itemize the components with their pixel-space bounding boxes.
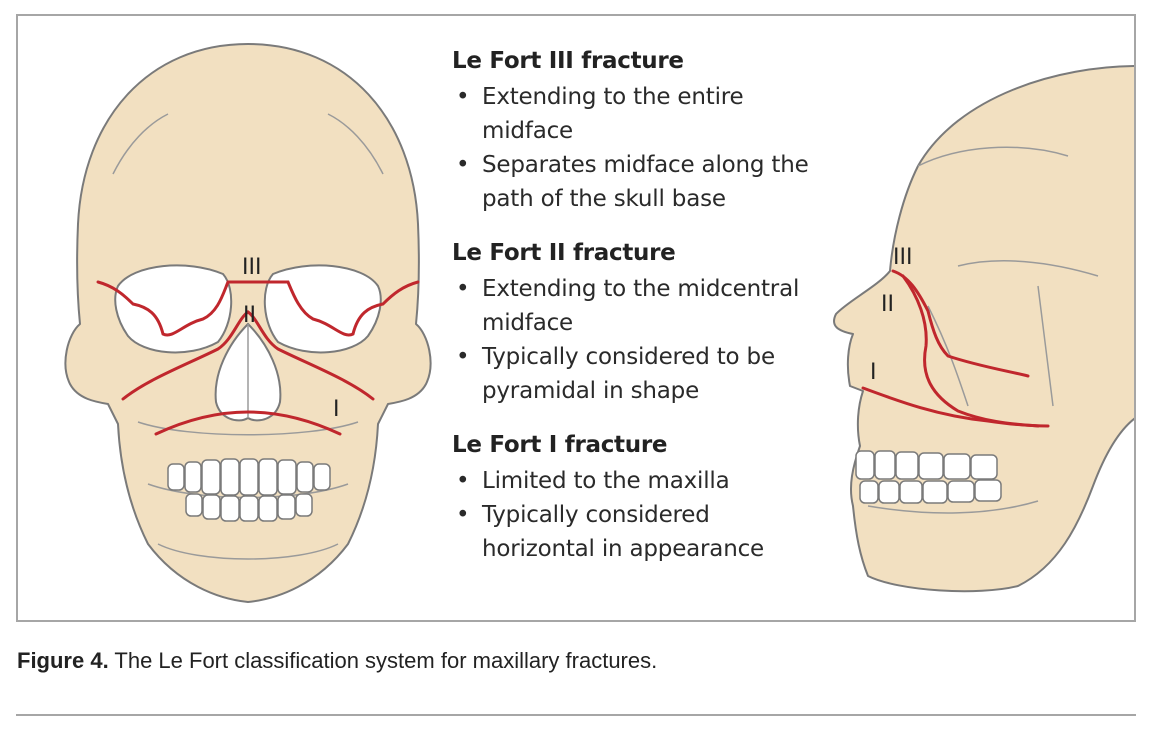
list-item: Limited to the maxilla xyxy=(452,464,822,498)
lateral-skull-illustration: III II I xyxy=(833,65,1134,593)
bullet-list: Extending to the entire midface Separate… xyxy=(452,80,822,216)
figure-number: Figure 4. xyxy=(17,648,109,673)
figure-caption: Figure 4. The Le Fort classification sys… xyxy=(17,648,657,674)
section-title: Le Fort II fracture xyxy=(452,240,676,266)
list-item: Typically considered to be pyramidal in … xyxy=(452,340,822,408)
label-lefort-2-front: II xyxy=(243,303,256,328)
divider xyxy=(16,714,1136,716)
section-title: Le Fort III fracture xyxy=(452,48,684,74)
list-item: Extending to the entire midface xyxy=(452,80,822,148)
label-lefort-2-side: II xyxy=(881,292,894,317)
label-lefort-1-front: I xyxy=(333,397,340,422)
label-lefort-3-front: III xyxy=(242,255,261,280)
frontal-skull-illustration: III II I xyxy=(64,43,432,603)
list-item: Typically considered horizontal in appea… xyxy=(452,498,822,566)
label-lefort-1-side: I xyxy=(870,360,877,385)
section-lefort-3: Le Fort III fracture Extending to the en… xyxy=(452,46,822,216)
fracture-descriptions: Le Fort III fracture Extending to the en… xyxy=(452,46,822,588)
bullet-list: Limited to the maxilla Typically conside… xyxy=(452,464,822,566)
caption-text: The Le Fort classification system for ma… xyxy=(108,648,658,673)
bullet-list: Extending to the midcentral midface Typi… xyxy=(452,272,822,408)
figure-panel: III II I Le Fort III fracture Extending … xyxy=(16,14,1136,622)
section-lefort-1: Le Fort I fracture Limited to the maxill… xyxy=(452,430,822,566)
list-item: Separates midface along the path of the … xyxy=(452,148,822,216)
list-item: Extending to the midcentral midface xyxy=(452,272,822,340)
label-lefort-3-side: III xyxy=(893,245,912,270)
section-title: Le Fort I fracture xyxy=(452,432,668,458)
section-lefort-2: Le Fort II fracture Extending to the mid… xyxy=(452,238,822,408)
